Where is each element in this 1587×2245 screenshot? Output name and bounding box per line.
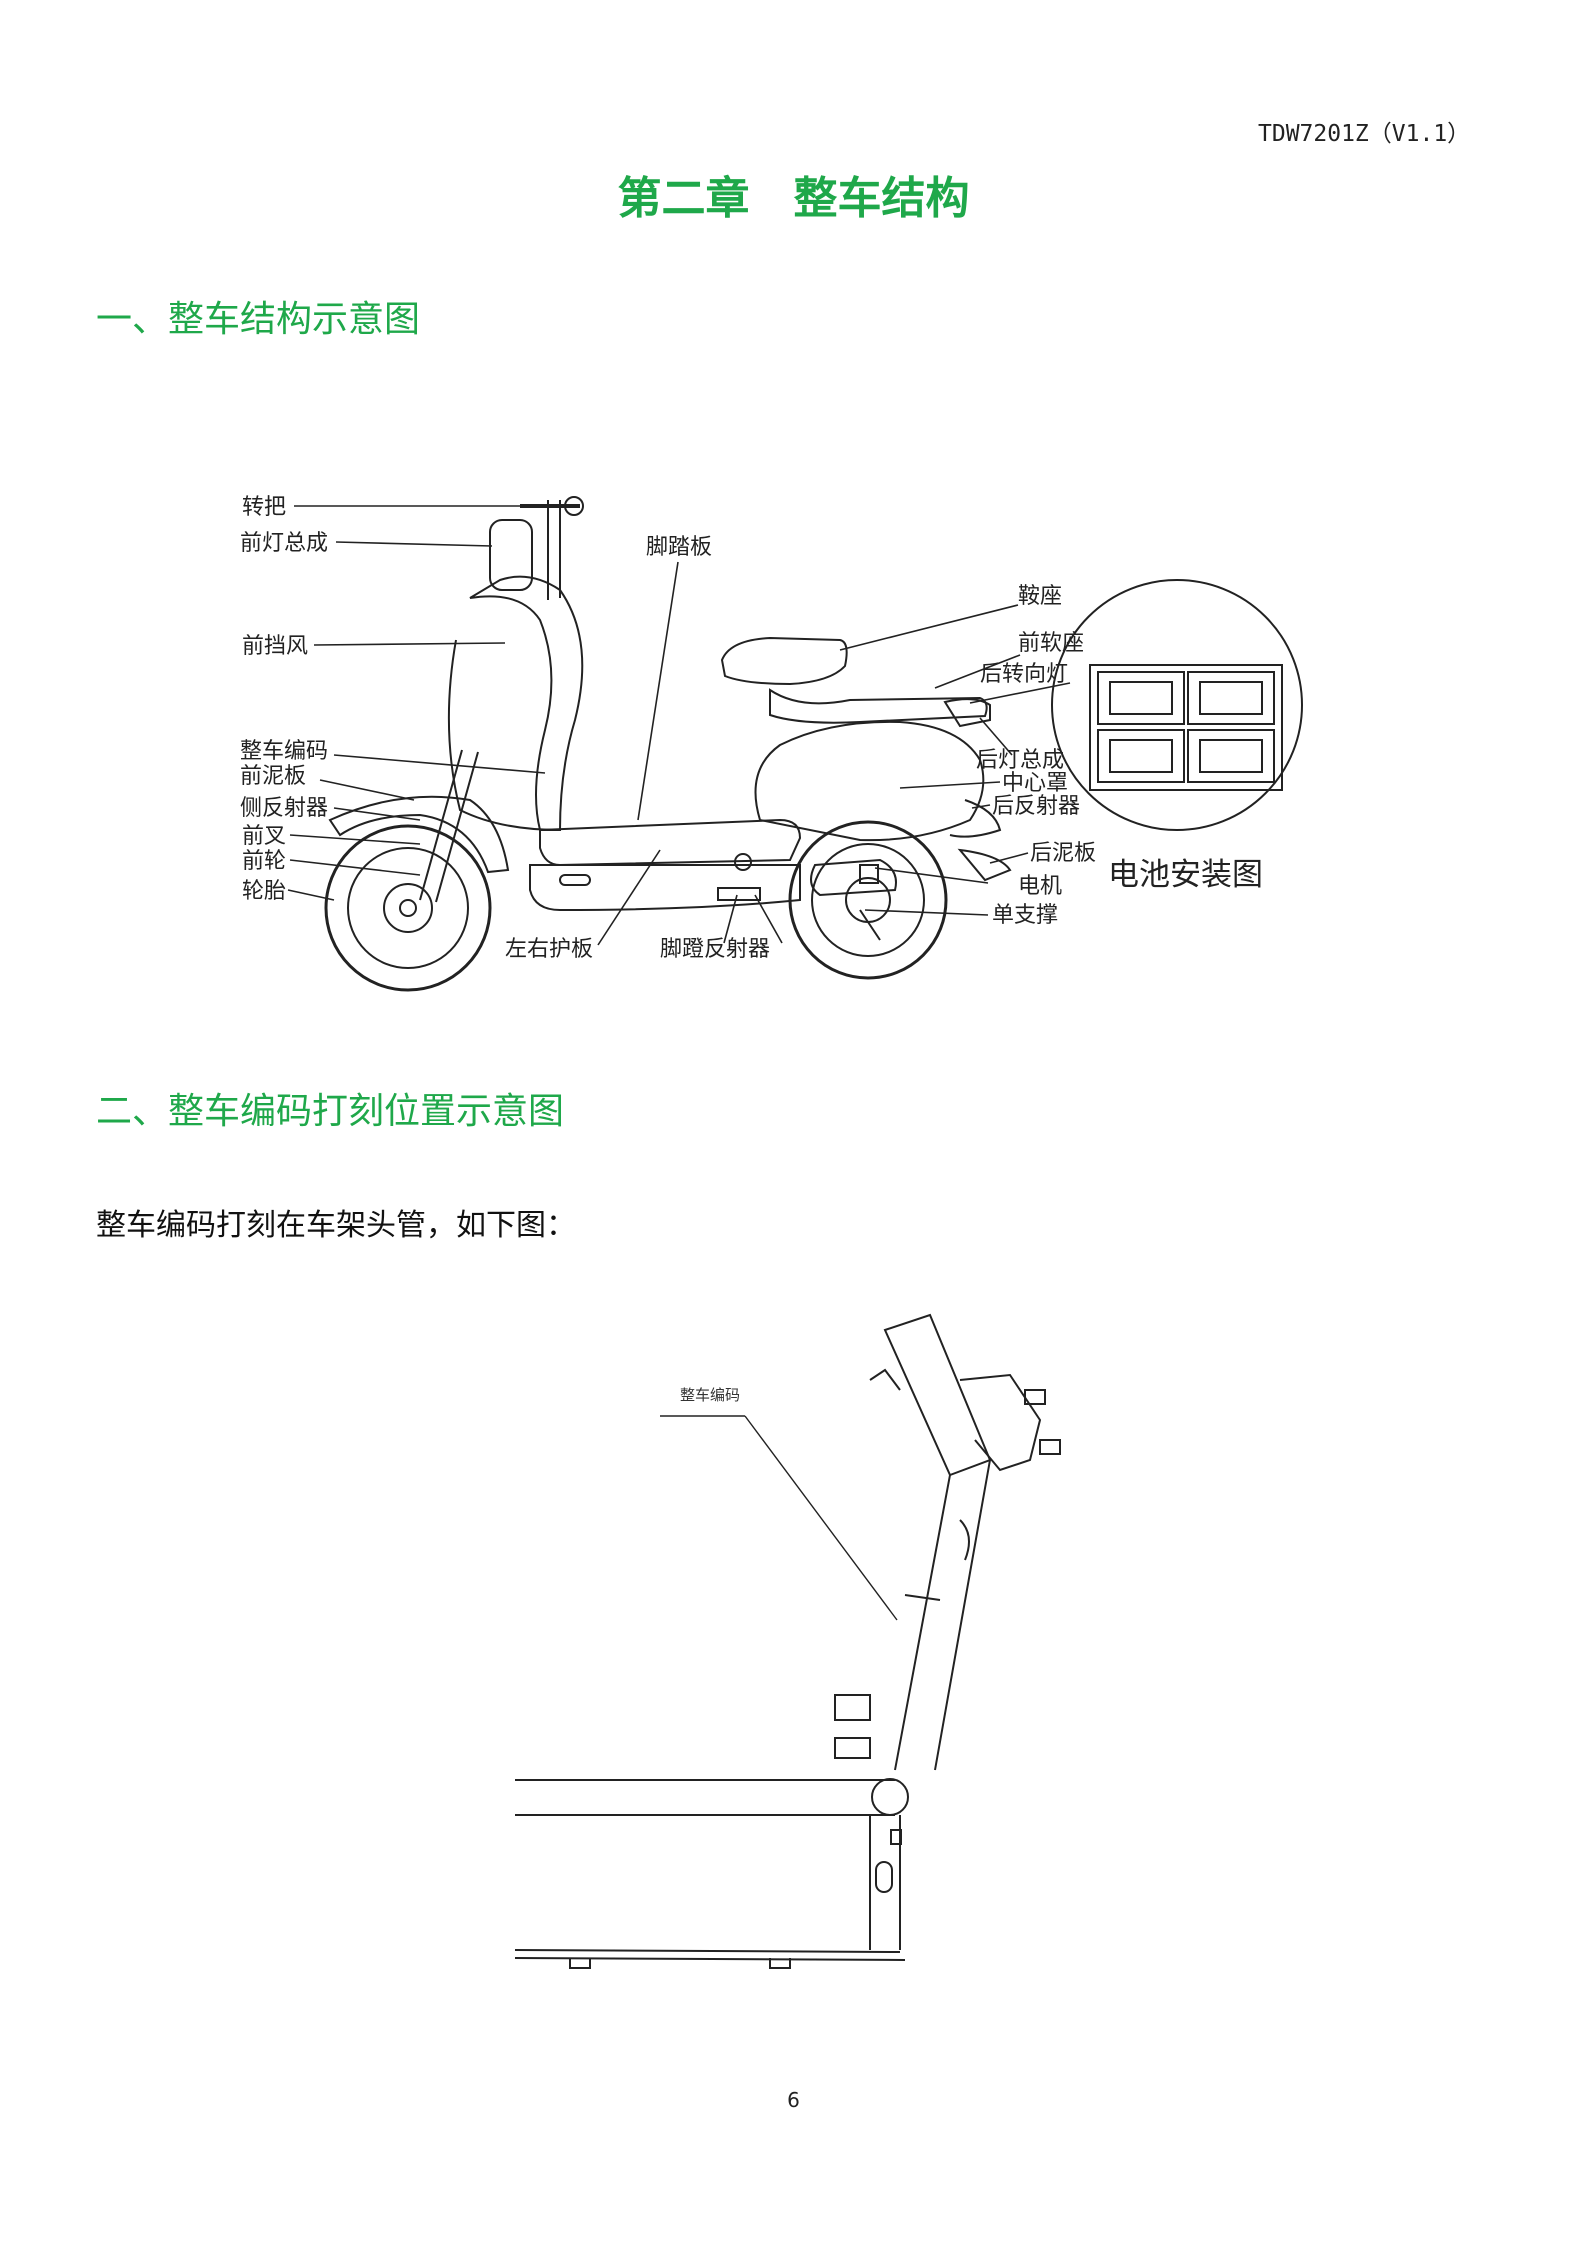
label-front-soft-seat: 前软座	[1018, 630, 1084, 655]
label-center-cover: 中心罩	[1002, 770, 1068, 795]
label-tire: 轮胎	[242, 878, 286, 903]
label-vin: 整车编码	[240, 738, 328, 763]
label-side-reflector: 侧反射器	[240, 795, 328, 820]
frame-head-tube-diagram: 整车编码	[514, 1313, 1061, 1969]
label-pedal-reflector: 脚蹬反射器	[660, 936, 770, 961]
label-rear-light: 后灯总成	[976, 747, 1064, 772]
label-windshield: 前挡风	[242, 633, 308, 658]
page-number: 6	[787, 2088, 800, 2112]
label-front-fork: 前叉	[242, 823, 286, 848]
label-headlight: 前灯总成	[240, 530, 328, 555]
label-side-guard: 左右护板	[505, 936, 593, 961]
label-saddle: 鞍座	[1018, 583, 1062, 608]
label-rear-reflector: 后反射器	[992, 793, 1080, 818]
label-front-wheel: 前轮	[242, 848, 286, 873]
label-rear-turn-light: 后转向灯	[980, 661, 1068, 686]
document-code: TDW7201Z（V1.1）	[1258, 121, 1471, 147]
chapter-title: 第二章 整车结构	[617, 173, 970, 224]
label-frame-vin: 整车编码	[680, 1386, 740, 1404]
section-title-structure: 一、整车结构示意图	[96, 299, 421, 340]
label-kickstand: 单支撑	[992, 902, 1058, 927]
label-motor: 电机	[1018, 873, 1062, 898]
label-front-fender: 前泥板	[240, 763, 306, 788]
label-handlebar: 转把	[242, 494, 286, 519]
section-title-vin-location: 二、整车编码打刻位置示意图	[96, 1091, 565, 1132]
vin-location-text: 整车编码打刻在车架头管，如下图：	[96, 1208, 576, 1243]
battery-caption: 电池安装图	[1108, 857, 1263, 892]
scooter-structure-diagram: 转把 前灯总成 前挡风 整车编码 前泥板 侧反射器 前叉 前轮 轮胎 脚踏板 左…	[240, 494, 1303, 992]
battery-installation-inset	[1051, 579, 1303, 831]
label-footboard: 脚踏板	[646, 534, 712, 559]
label-rear-fender: 后泥板	[1030, 840, 1096, 865]
